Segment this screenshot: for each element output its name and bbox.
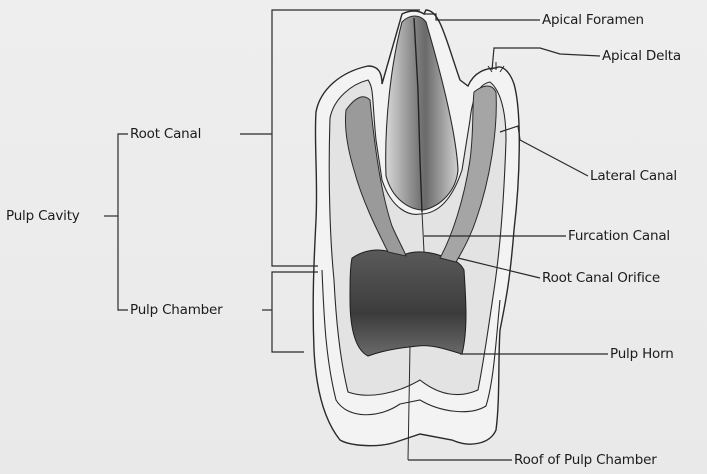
label-pulp-chamber: Pulp Chamber bbox=[130, 302, 223, 318]
pulp-chamber-shape bbox=[350, 250, 466, 356]
apical-delta-leader bbox=[492, 48, 600, 70]
label-pulp-horn: Pulp Horn bbox=[610, 346, 674, 362]
apical-foramen-leader bbox=[424, 14, 540, 20]
label-furcation-canal: Furcation Canal bbox=[568, 228, 670, 244]
label-pulp-cavity: Pulp Cavity bbox=[6, 208, 80, 224]
pulp-chamber-bracket bbox=[272, 272, 318, 352]
label-root-canal: Root Canal bbox=[130, 126, 201, 142]
label-apical-foramen: Apical Foramen bbox=[542, 12, 644, 28]
label-root-canal-orifice: Root Canal Orifice bbox=[542, 270, 660, 286]
label-lateral-canal: Lateral Canal bbox=[590, 168, 677, 184]
pulp-cavity-bracket bbox=[118, 134, 128, 310]
label-roof-of-pulp-chamber: Roof of Pulp Chamber bbox=[514, 452, 657, 468]
label-apical-delta: Apical Delta bbox=[602, 48, 681, 64]
